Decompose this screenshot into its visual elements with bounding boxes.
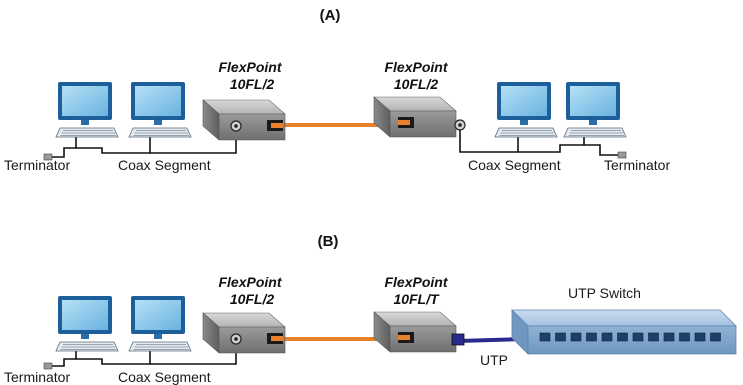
- computer-icon: [563, 81, 627, 138]
- panel-b-left-terminator-label: Terminator: [4, 369, 70, 385]
- terminator-icon: [617, 151, 627, 159]
- switch-port: [586, 332, 597, 342]
- computer-icon: [494, 81, 558, 138]
- panel-a-right-segment-label: Coax Segment: [468, 157, 561, 173]
- terminator-icon: [43, 362, 53, 370]
- computer-icon: [55, 295, 119, 352]
- panel-a-left-segment-label: Coax Segment: [118, 157, 211, 173]
- panel-a-title: (A): [320, 7, 341, 24]
- computer-icon: [128, 295, 192, 352]
- computer-icon: [55, 81, 119, 138]
- panel-b-left-flexpoint-box: [202, 312, 286, 354]
- switch-port: [539, 332, 551, 342]
- panel-b-left-device-name: FlexPoint: [218, 274, 282, 290]
- panel-a-left-device-model: 10FL/2: [230, 76, 275, 92]
- panel-b-right-flexpoint-box: [373, 311, 465, 353]
- switch-port: [663, 332, 675, 342]
- panel-b-right-device-model: 10FL/T: [393, 291, 440, 307]
- panel-a-right-device-model: 10FL/2: [394, 76, 439, 92]
- panel-b-title: (B): [318, 233, 339, 250]
- panel-b-utp-label: UTP: [480, 352, 508, 368]
- panel-b-left-segment-label: Coax Segment: [118, 369, 211, 385]
- switch-port: [648, 332, 659, 342]
- terminator-icon: [43, 153, 53, 161]
- switch-port: [679, 332, 690, 342]
- switch-port: [601, 332, 613, 342]
- utp-switch: [511, 309, 737, 355]
- panel-a-left-terminator-label: Terminator: [4, 157, 70, 173]
- panel-b-right-device-name: FlexPoint: [384, 274, 448, 290]
- panel-b-left-device-model: 10FL/2: [230, 291, 275, 307]
- panel-a-right-device-name: FlexPoint: [384, 59, 448, 75]
- switch-port: [570, 332, 582, 342]
- switch-port: [555, 332, 566, 342]
- panel-a-left-device-name: FlexPoint: [218, 59, 282, 75]
- switch-port: [710, 332, 721, 342]
- panel-a-left-flexpoint-box: [202, 99, 286, 141]
- panel-a-right-terminator-label: Terminator: [604, 157, 670, 173]
- switch-port-row: [539, 332, 721, 342]
- panel-a-right-flexpoint-box: [373, 96, 466, 138]
- switch-port: [632, 332, 644, 342]
- panel-b-switch-label: UTP Switch: [568, 285, 641, 301]
- switch-port: [694, 332, 706, 342]
- switch-port: [617, 332, 628, 342]
- computer-icon: [128, 81, 192, 138]
- panel-a-right-coax: [459, 128, 618, 156]
